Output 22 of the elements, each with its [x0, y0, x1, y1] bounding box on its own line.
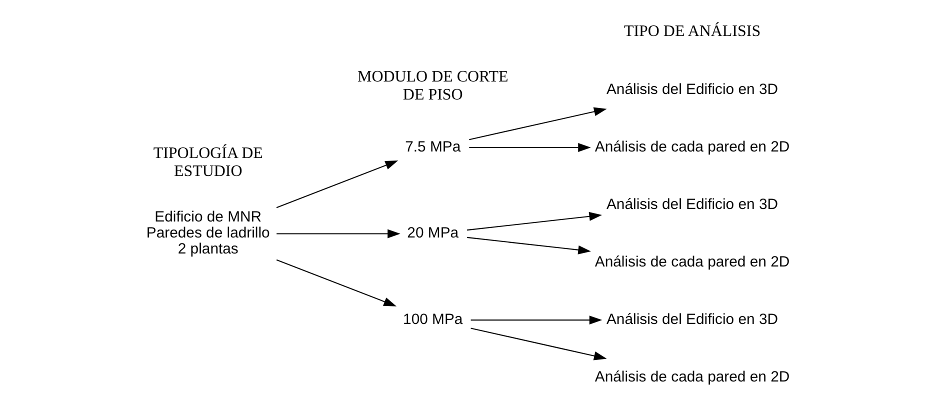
node-text: 7.5 MPa [404, 138, 460, 155]
label: MODULO DE CORTE DE PISO [357, 68, 508, 104]
node-text: 20 MPa [406, 225, 458, 242]
node-text: Edificio de MNR Paredes de ladrillo 2 plantas [146, 209, 270, 258]
node-text: 100 MPa [402, 311, 462, 328]
arrow [466, 236, 590, 254]
label: TIPO DE ANÁLISIS [623, 22, 760, 40]
node-text: Análisis de cada pared en 2D [594, 369, 790, 386]
node-text: Análisis del Edificio en 3D [606, 81, 778, 98]
label: TIPOLOGÍA DE ESTUDIO [152, 144, 262, 180]
arrow [276, 160, 398, 208]
node-text: Análisis de cada pared en 2D [594, 254, 790, 270]
node-text: Análisis de cada pared en 2D [594, 138, 790, 155]
arrow [470, 327, 606, 360]
node-text: Análisis del Edificio en 3D [606, 196, 778, 212]
arrow [470, 315, 602, 324]
arrow [276, 258, 396, 306]
arrow [466, 211, 602, 230]
arrow [468, 142, 590, 152]
arrow [468, 106, 606, 140]
node-text: Análisis del Edificio en 3D [606, 311, 778, 328]
arrow [276, 228, 400, 238]
